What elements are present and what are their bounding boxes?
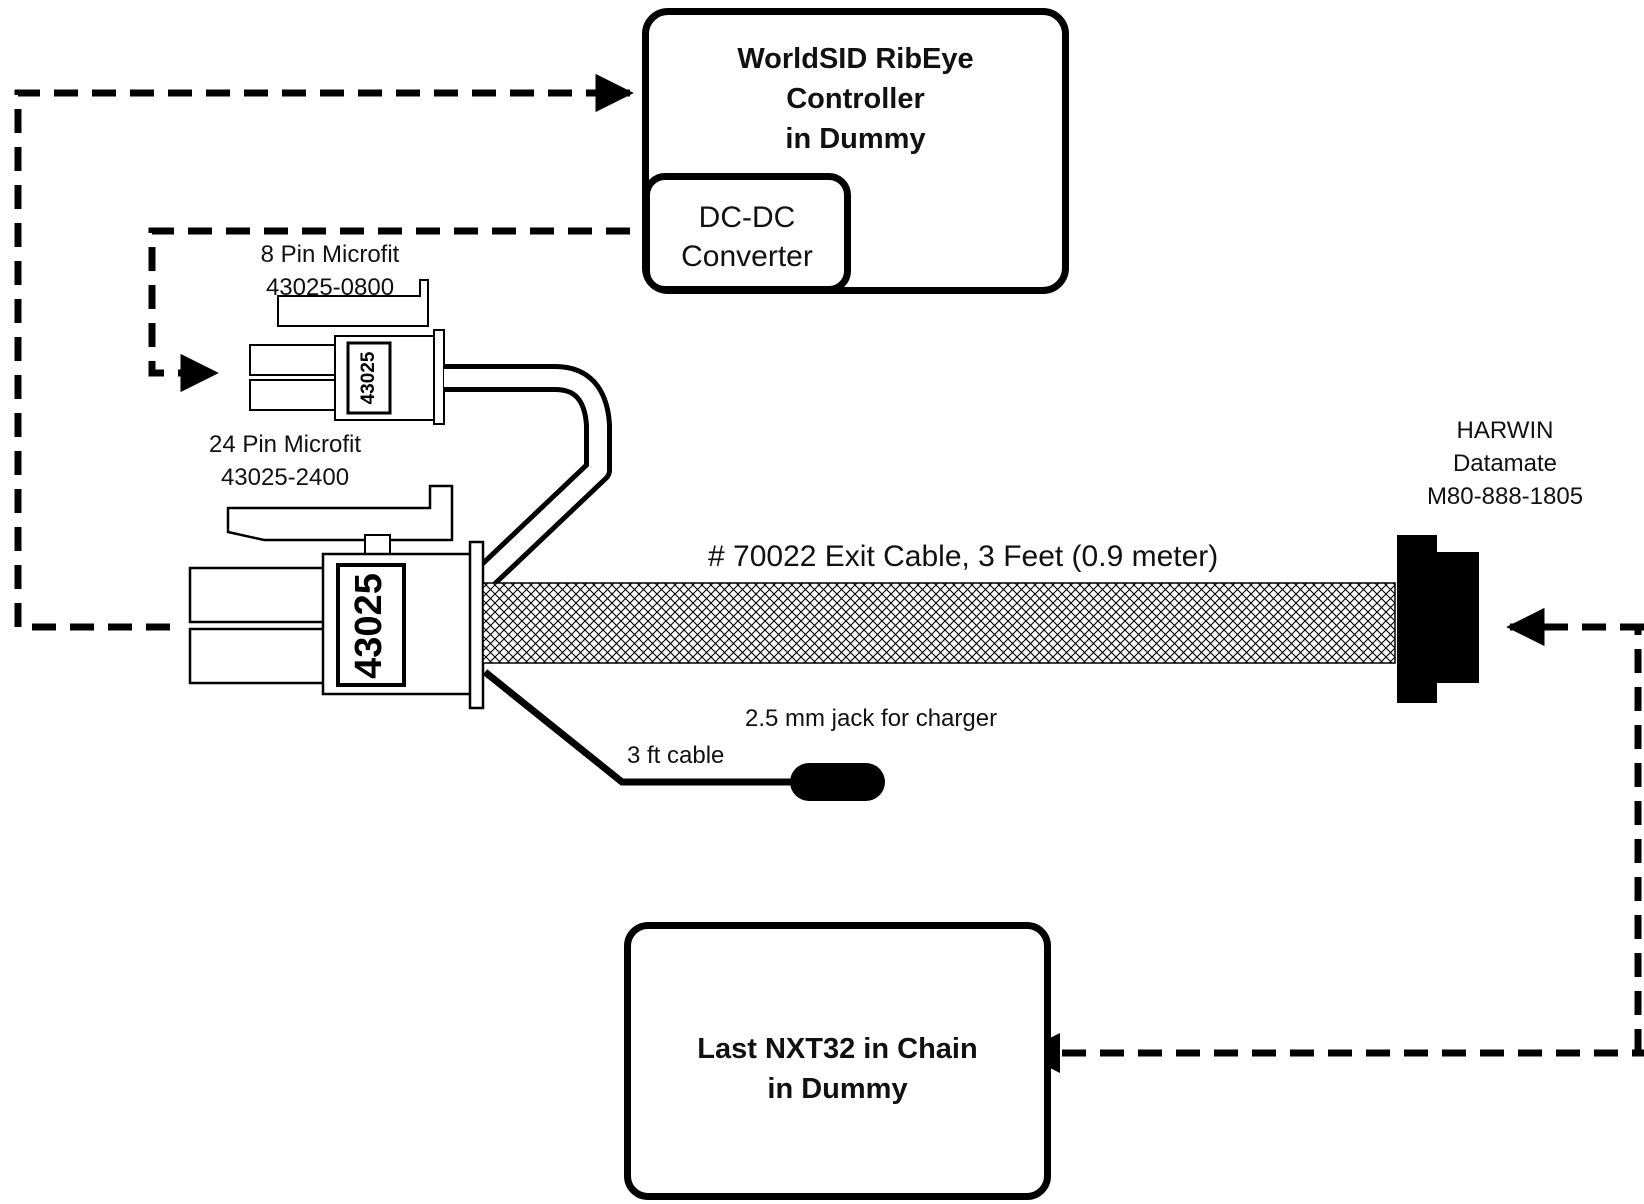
- nxt32-title: Last NXT32 in Chain in Dummy: [631, 1029, 1044, 1109]
- controller-title-line-3: in Dummy: [785, 123, 926, 155]
- harwin-label: HARWIN Datamate M80-888-1805: [1395, 414, 1615, 513]
- dcdc-converter-label: DC-DC Converter: [650, 198, 844, 276]
- controller-title-line-1: WorldSID RibEye: [737, 43, 974, 75]
- connector-24pin-label: 24 Pin Microfit 43025-2400: [160, 428, 410, 494]
- dcdc-line-2: Converter: [681, 240, 813, 273]
- controller-title: WorldSID RibEye Controller in Dummy: [649, 39, 1062, 159]
- charger-cable-label: 3 ft cable: [627, 742, 725, 769]
- charger-cable: [482, 669, 808, 786]
- nxt32-title-line-1: Last NXT32 in Chain: [697, 1033, 978, 1065]
- connector-8pin-drawing: [249, 279, 445, 425]
- connector-8pin-label: 8 Pin Microfit 43025-0800: [210, 238, 450, 304]
- controller-title-line-2: Controller: [786, 83, 925, 115]
- harwin-series: Datamate: [1452, 450, 1558, 477]
- connector-24pin-marking: 43025: [348, 573, 390, 679]
- harwin-brand: HARWIN: [1456, 417, 1554, 444]
- exit-cable-braid: [482, 582, 1396, 664]
- connector-8pin-part-number: 43025-0800: [265, 274, 395, 301]
- nxt32-title-line-2: in Dummy: [767, 1073, 908, 1105]
- exit-cable-label: # 70022 Exit Cable, 3 Feet (0.9 meter): [708, 540, 1219, 573]
- harwin-part-number: M80-888-1805: [1426, 483, 1584, 510]
- connector-24pin-name: 24 Pin Microfit: [208, 431, 362, 458]
- charger-jack-label: 2.5 mm jack for charger: [745, 705, 998, 732]
- harwin-connector-body: [1437, 552, 1479, 683]
- connector-8pin-name: 8 Pin Microfit: [260, 241, 400, 268]
- connector-24pin-part-number: 43025-2400: [220, 464, 350, 491]
- charger-jack: [790, 763, 885, 801]
- connector-8pin-marking: 43025: [358, 351, 379, 404]
- nxt32-box: Last NXT32 in Chain in Dummy: [624, 922, 1051, 1200]
- dashed-link-24pin-to-controller: [14, 73, 634, 631]
- dashed-link-8pin-to-dcdc: [148, 227, 630, 393]
- dcdc-line-1: DC-DC: [698, 201, 796, 234]
- harwin-connector-flange: [1397, 535, 1437, 703]
- dcdc-converter-box: DC-DC Converter: [643, 173, 851, 293]
- connector-24pin-drawing: [188, 484, 485, 710]
